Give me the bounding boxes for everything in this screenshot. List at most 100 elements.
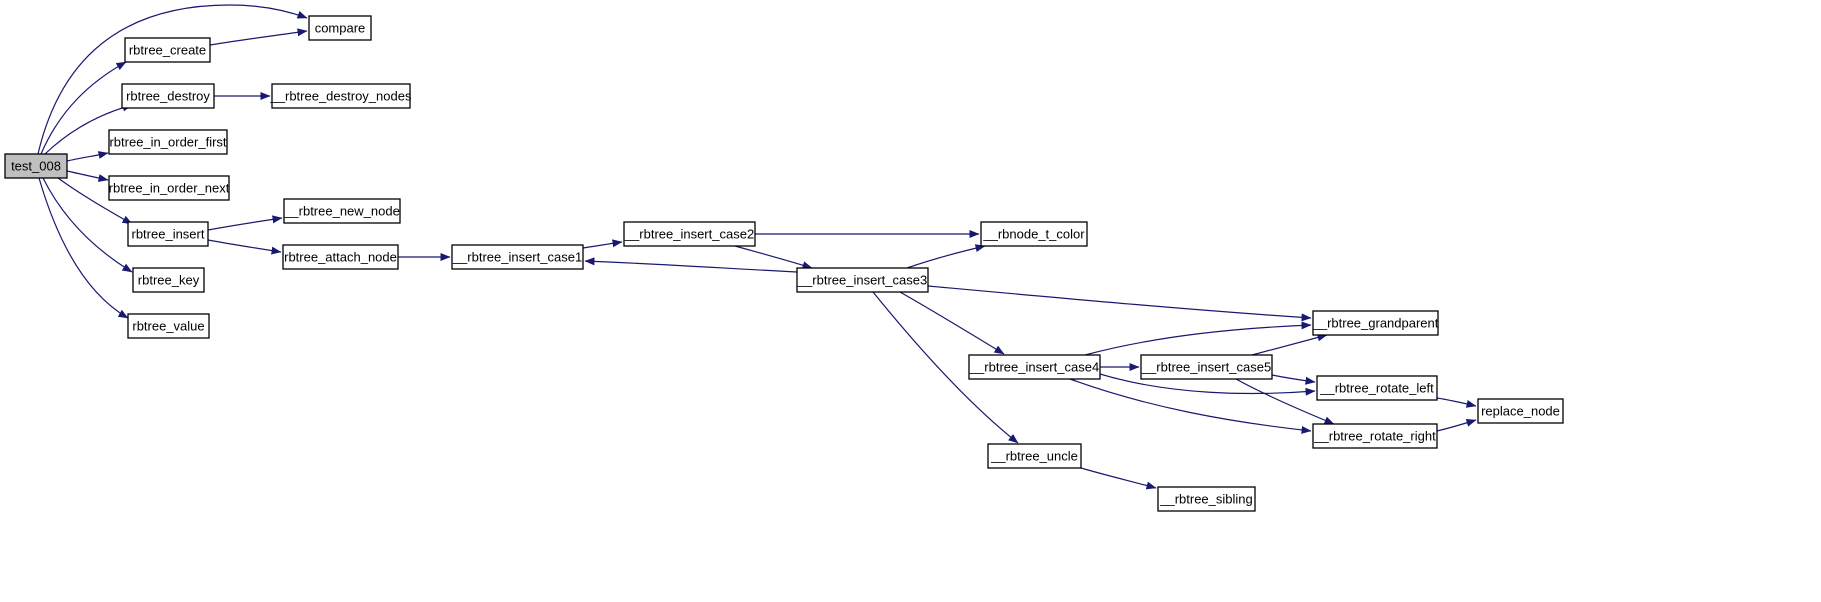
- node-rbtree-create[interactable]: rbtree_create: [124, 37, 211, 63]
- node-rbtree-key[interactable]: rbtree_key: [132, 267, 205, 293]
- edge-insert_case5-to-rotate_left: [1271, 374, 1316, 385]
- node-box: [108, 175, 230, 201]
- node-rbtree-in-order-first[interactable]: rbtree_in_order_first: [108, 129, 228, 155]
- edge-test_008-to-rbtree_in_order_first: [66, 151, 109, 162]
- node-rbtree-insert[interactable]: rbtree_insert: [127, 221, 209, 247]
- node-label: __rbtree_rotate_right: [1313, 429, 1436, 444]
- node-box: [271, 83, 411, 109]
- node-label: __rbtree_destroy_nodes: [270, 89, 412, 104]
- node-grandparent[interactable]: __rbtree_grandparent: [1312, 310, 1439, 336]
- edge-test_008-to-rbtree_in_order_next: [66, 170, 109, 182]
- edge-arrow: [1436, 418, 1477, 432]
- node-rotate-left[interactable]: __rbtree_rotate_left: [1316, 375, 1438, 401]
- node-insert-case5[interactable]: __rbtree_insert_case5: [1140, 354, 1273, 380]
- edge-arrow: [38, 177, 129, 319]
- edge-arrow: [1235, 378, 1335, 425]
- node-box: [987, 443, 1082, 469]
- edge-rbtree_insert-to-rbtree_attach_node: [207, 239, 282, 255]
- edge-arrow: [209, 28, 308, 46]
- node-label: __rbtree_grandparent: [1312, 316, 1439, 331]
- edge-test_008-to-rbtree_value: [38, 177, 129, 319]
- node-box: [1312, 310, 1439, 336]
- edge-test_008-to-rbtree_key: [42, 177, 133, 273]
- nodes-layer: test_008 compare rbtree_create rbtree_destr…: [4, 15, 1564, 512]
- edge-insert_case3-to-insert_case1: [584, 257, 798, 273]
- node-label: test_008: [11, 159, 61, 174]
- node-compare[interactable]: compare: [308, 15, 372, 41]
- node-label: rbtree_key: [138, 273, 200, 288]
- edge-arrow: [40, 61, 127, 155]
- node-rbtree-new-node[interactable]: __rbtree_new_node: [283, 198, 401, 224]
- edge-arrow: [42, 177, 133, 273]
- node-label: __rbtree_insert_case3: [797, 273, 927, 288]
- node-box: [1157, 486, 1256, 512]
- edge-insert_case5-to-grandparent: [1251, 333, 1328, 356]
- edge-insert_case3-to-uncle: [872, 291, 1019, 444]
- node-box: [124, 37, 211, 63]
- node-box: [968, 354, 1101, 380]
- node-test-008[interactable]: test_008: [4, 153, 68, 179]
- edge-arrow: [899, 291, 1005, 355]
- edge-arrow: [872, 291, 1019, 444]
- node-box: [308, 15, 372, 41]
- node-box: [451, 244, 584, 270]
- edge-test_008-to-rbtree_create: [40, 61, 127, 155]
- edge-arrow: [734, 245, 813, 270]
- edge-rbtree_create-to-compare: [209, 28, 308, 46]
- edge-rotate_left-to-replace_node: [1436, 397, 1477, 408]
- edge-arrow: [1251, 333, 1328, 356]
- node-insert-case2[interactable]: __rbtree_insert_case2: [623, 221, 756, 247]
- node-box: [108, 129, 228, 155]
- edge-arrow: [207, 239, 282, 255]
- edge-insert_case1-to-insert_case2: [582, 239, 623, 249]
- edge-arrow: [1084, 321, 1312, 356]
- edge-arrow: [57, 177, 133, 225]
- edge-arrow: [1099, 373, 1316, 396]
- node-label: __rbtree_sibling: [1159, 492, 1253, 507]
- node-box: [980, 221, 1088, 247]
- edge-rbtree_insert-to-rbtree_new_node: [207, 215, 283, 231]
- node-box: [1140, 354, 1273, 380]
- edge-arrow: [207, 215, 283, 231]
- node-box: [121, 83, 215, 109]
- node-rbtree-value[interactable]: rbtree_value: [127, 313, 210, 339]
- node-box: [4, 153, 68, 179]
- edge-arrow: [584, 257, 798, 273]
- node-box: [796, 267, 929, 293]
- node-sibling[interactable]: __rbtree_sibling: [1157, 486, 1256, 512]
- node-rbnode-t-color[interactable]: __rbnode_t_color: [980, 221, 1088, 247]
- node-uncle[interactable]: __rbtree_uncle: [987, 443, 1082, 469]
- node-rbtree-attach-node[interactable]: rbtree_attach_node: [282, 244, 399, 270]
- node-insert-case3[interactable]: __rbtree_insert_case3: [796, 267, 929, 293]
- node-label: rbtree_in_order_next: [109, 181, 230, 196]
- node-replace-node[interactable]: replace_node: [1477, 398, 1564, 424]
- node-label: rbtree_insert: [132, 227, 205, 242]
- node-label: rbtree_in_order_first: [109, 135, 226, 150]
- node-rotate-right[interactable]: __rbtree_rotate_right: [1312, 423, 1438, 449]
- node-box: [282, 244, 399, 270]
- node-label: compare: [315, 21, 366, 36]
- node-label: __rbtree_rotate_left: [1319, 381, 1434, 396]
- edge-rotate_right-to-replace_node: [1436, 418, 1477, 432]
- node-label: rbtree_attach_node: [284, 250, 397, 265]
- node-rbtree-destroy[interactable]: rbtree_destroy: [121, 83, 215, 109]
- edge-insert_case4-to-rotate_right: [1069, 378, 1312, 434]
- node-label: rbtree_create: [129, 43, 206, 58]
- node-rbtree-in-order-next[interactable]: rbtree_in_order_next: [108, 175, 230, 201]
- node-insert-case1[interactable]: __rbtree_insert_case1: [451, 244, 584, 270]
- node-box: [1312, 423, 1438, 449]
- edge-insert_case5-to-rotate_right: [1235, 378, 1335, 425]
- edge-uncle-to-sibling: [1080, 467, 1157, 490]
- edge-arrow: [906, 244, 986, 269]
- edge-test_008-to-rbtree_insert: [57, 177, 133, 225]
- node-insert-case4[interactable]: __rbtree_insert_case4: [968, 354, 1101, 380]
- node-label: rbtree_value: [132, 319, 204, 334]
- node-rbtree-destroy-nodes[interactable]: __rbtree_destroy_nodes: [270, 83, 412, 109]
- edge-insert_case4-to-grandparent: [1084, 321, 1312, 356]
- edges-layer: [37, 4, 1477, 490]
- node-label: __rbnode_t_color: [982, 227, 1085, 242]
- node-label: __rbtree_new_node: [283, 204, 400, 219]
- edge-arrow: [1080, 467, 1157, 490]
- node-label: rbtree_destroy: [126, 89, 210, 104]
